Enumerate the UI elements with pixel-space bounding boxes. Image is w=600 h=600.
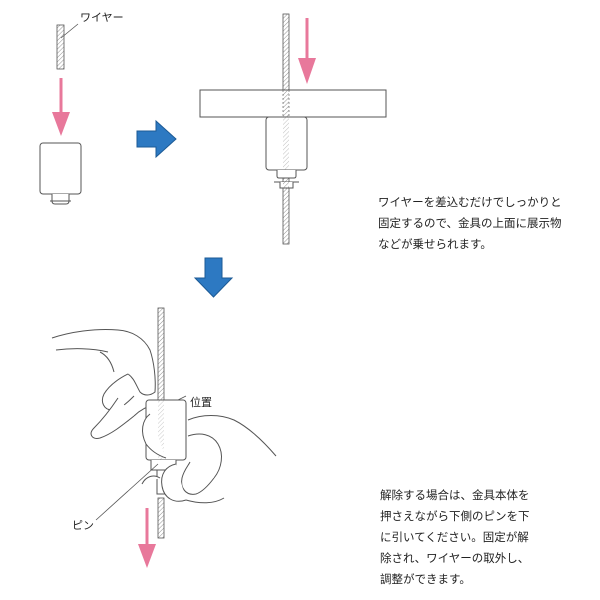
release-line: 押さえながら下側のピンを下 bbox=[380, 509, 530, 523]
step1-fitting bbox=[39, 142, 82, 205]
step2-pink-arrow bbox=[298, 18, 316, 84]
install-line: などが乗せられます。 bbox=[378, 237, 492, 251]
blue-arrow-right bbox=[136, 119, 177, 159]
step1-wire bbox=[56, 24, 65, 70]
display-shelf bbox=[199, 89, 387, 118]
install-description: ワイヤーを差込むだけでしっかりと 固定するので、金具の上面に展示物 などが乗せら… bbox=[378, 192, 562, 255]
release-line: 調整ができます。 bbox=[380, 572, 471, 586]
install-line: 固定するので、金具の上面に展示物 bbox=[378, 216, 562, 230]
pin-label: ピン bbox=[72, 519, 94, 532]
step1-pink-arrow bbox=[52, 78, 70, 136]
install-line: ワイヤーを差込むだけでしっかりと bbox=[378, 195, 562, 209]
position-label-leader bbox=[177, 395, 187, 401]
release-line: 除され、ワイヤーの取外し、 bbox=[380, 551, 530, 565]
upper-hand bbox=[51, 329, 157, 439]
pin-label-leader bbox=[95, 463, 159, 521]
step3-pink-arrow bbox=[138, 508, 156, 568]
release-description: 解除する場合は、金具本体を 押さえながら下側のピンを下 に引いてください。固定が… bbox=[380, 485, 530, 590]
blue-arrow-down bbox=[193, 257, 234, 298]
release-line: に引いてください。固定が解 bbox=[380, 530, 529, 544]
wire-label-leader bbox=[60, 23, 79, 39]
position-label: 位置 bbox=[190, 396, 212, 409]
wire-label: ワイヤー bbox=[80, 11, 124, 24]
release-line: 解除する場合は、金具本体を bbox=[380, 488, 530, 502]
step2-fitting bbox=[265, 116, 308, 189]
lower-hand bbox=[141, 413, 277, 504]
